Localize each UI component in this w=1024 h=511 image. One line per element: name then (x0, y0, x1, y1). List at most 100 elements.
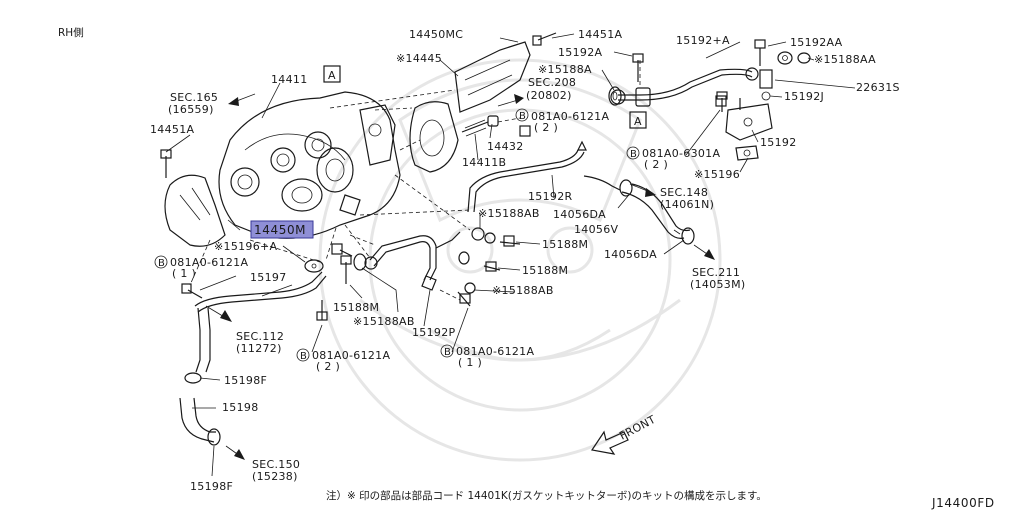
hose-15198[interactable] (179, 372, 221, 446)
bolt-markers: B B B B B (154, 108, 640, 362)
label-15198: 15198 (222, 401, 259, 414)
label-15192: 15192 (760, 136, 797, 149)
footnote: 注）※ 印の部品は部品コード 14401K(ガスケットキットターボ)のキットの構… (326, 489, 767, 502)
label-14450m-highlighted: 14450M (254, 223, 306, 237)
svg-text:A: A (328, 69, 336, 82)
heat-insulator-14450MC[interactable] (454, 41, 531, 113)
label-14451a-left: 14451A (150, 123, 194, 136)
label-sec165: SEC.165 (170, 91, 218, 104)
bolt-081A0-6121A-bottom[interactable] (316, 300, 328, 321)
bolt-15188M-mid[interactable] (331, 243, 353, 257)
highlight-14450M[interactable] (250, 220, 314, 239)
label-sec208-sub: (20802) (526, 89, 572, 102)
bolt-14451A-left[interactable] (160, 149, 172, 178)
label-15192p: 15192P (412, 326, 455, 339)
label-081a0-6301a-qty: ( 2 ) (644, 158, 668, 171)
hose-14056V[interactable] (619, 179, 695, 245)
label-081a0-bottom-right: 081A0-6121A (456, 345, 534, 358)
gasket-15196-plus-A[interactable] (304, 259, 324, 273)
label-22631s: 22631S (856, 81, 900, 94)
label-15188m-mid: 15188M (333, 301, 379, 314)
label-sec211: SEC.211 (692, 266, 740, 279)
svg-text:B: B (158, 258, 165, 269)
label-081a0-top: 081A0-6121A (531, 110, 609, 123)
label-sec150: SEC.150 (252, 458, 300, 471)
label-15192j: 15192J (784, 90, 824, 103)
heat-insulator-14450M[interactable] (164, 174, 226, 247)
label-15188ab-low: ※15188AB (353, 315, 415, 328)
water-tube-15192R[interactable] (467, 140, 621, 213)
label-sec148: SEC.148 (660, 186, 708, 199)
gasket-14445[interactable] (409, 101, 459, 173)
sensor-connector-22631S[interactable] (759, 69, 773, 101)
label-081a0-left: 081A0-6121A (170, 256, 248, 269)
bolt-081A0-6121A-left[interactable] (181, 283, 203, 299)
stud-14432[interactable] (461, 115, 499, 137)
label-14451a-top: 14451A (578, 28, 622, 41)
bolt-15188M-right[interactable] (499, 235, 521, 247)
label-14056da-bot: 14056DA (604, 248, 657, 261)
label-14056v: 14056V (574, 223, 618, 236)
gasket-15196[interactable] (735, 145, 759, 161)
water-tube-15192-plus-A[interactable] (610, 67, 759, 107)
water-tube-15197[interactable] (194, 271, 327, 373)
label-14450mc: 14450MC (409, 28, 463, 41)
label-15197: 15197 (250, 271, 287, 284)
bolt-15188M-low-left[interactable] (340, 255, 352, 284)
label-15192a: 15192A (558, 46, 602, 59)
turbocharger-14411[interactable] (218, 91, 401, 239)
svg-text:B: B (630, 149, 637, 160)
front-direction-indicator: FRONT (590, 413, 658, 455)
label-081a0-bottom-right-qty: ( 1 ) (458, 356, 482, 369)
label-sec211-sub: (14053M) (690, 278, 745, 291)
bolt-081A0-6121A-bottom-right[interactable] (457, 291, 471, 307)
label-15188ab-right: ※15188AB (492, 284, 554, 297)
bolt-081A0-6301A[interactable] (715, 95, 727, 107)
svg-text:A: A (634, 115, 642, 128)
label-081a0-6301a: 081A0-6301A (642, 147, 720, 160)
watermark-emblem (318, 58, 722, 462)
corner-label: RH側 (58, 26, 84, 39)
label-081a0-bottom-qty: ( 2 ) (316, 360, 340, 373)
water-tube-15192P[interactable] (364, 231, 461, 291)
label-sec148-sub: (14061N) (660, 198, 714, 211)
label-14411: 14411 (271, 73, 308, 86)
bolt-15192A[interactable] (632, 53, 644, 82)
svg-text:B: B (444, 347, 451, 358)
washer-15188AB-right[interactable] (458, 251, 476, 294)
diagram-code: J14400FD (931, 496, 995, 510)
bolt-15188M-low[interactable] (483, 261, 501, 272)
svg-text:B: B (300, 351, 307, 362)
front-label: FRONT (617, 413, 658, 443)
label-14432: 14432 (487, 140, 524, 153)
label-15192-plus-a: 15192+A (676, 34, 730, 47)
label-15188a: ※15188A (538, 63, 592, 76)
ref-box-a-top: A (323, 65, 341, 83)
label-081a0-bottom: 081A0-6121A (312, 349, 390, 362)
bolt-081A0-6121A-top[interactable] (519, 125, 531, 137)
assembly-lines (189, 60, 641, 301)
label-081a0-top-qty: ( 2 ) (534, 121, 558, 134)
label-15188aa: ※15188AA (814, 53, 876, 66)
label-15196-plus-a: ※15196+A (214, 240, 278, 253)
ref-box-a-right: A (629, 111, 647, 129)
label-sec112-sub: (11272) (236, 342, 282, 355)
label-sec112: SEC.112 (236, 330, 284, 343)
bolt-14451A-top[interactable] (532, 32, 557, 46)
washer-15188A[interactable] (608, 86, 622, 106)
washer-15188AB-low[interactable] (353, 253, 367, 271)
label-sec150-sub: (15238) (252, 470, 298, 483)
label-14445: ※14445 (396, 52, 442, 65)
washer-15188AB-mid[interactable] (471, 227, 496, 244)
label-15192r: 15192R (528, 190, 572, 203)
label-15192aa: 15192AA (790, 36, 843, 49)
label-15196: ※15196 (694, 168, 740, 181)
direction-arrows (205, 93, 715, 460)
leader-lines (165, 33, 856, 477)
label-sec208: SEC.208 (528, 76, 576, 89)
bolt-15192AA[interactable] (754, 39, 811, 66)
part-labels: RH側 14411 SEC.165 (16559) 14451A 14450MC… (58, 26, 995, 510)
label-14411b: 14411B (462, 156, 506, 169)
label-14056da-top: 14056DA (553, 208, 606, 221)
